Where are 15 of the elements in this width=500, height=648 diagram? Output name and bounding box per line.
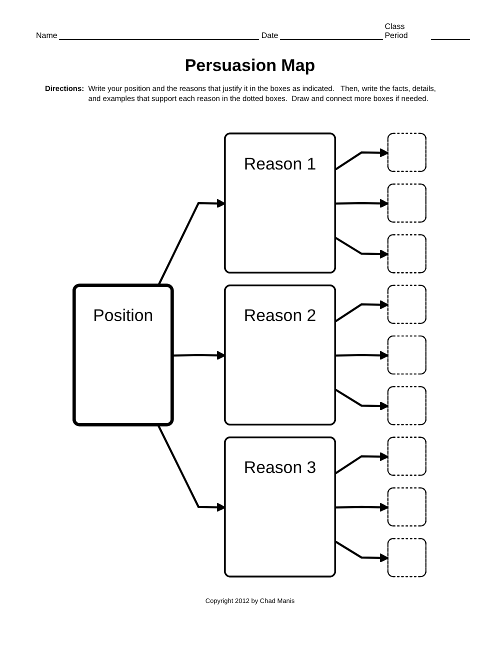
arrow: [157, 424, 226, 512]
arrow: [335, 452, 389, 474]
arrow: [336, 350, 389, 360]
arrow: [172, 350, 226, 360]
field-label: Name: [36, 31, 58, 40]
arrow: [335, 540, 389, 563]
arrow: [335, 148, 389, 170]
title: Persuasion Map: [184, 56, 316, 76]
field-label: Date: [261, 31, 278, 40]
arrow: [335, 388, 389, 411]
field-label: Class Period: [384, 22, 409, 40]
arrow: [336, 198, 389, 208]
arrow: [336, 502, 389, 512]
arrow: [335, 236, 389, 259]
arrow: [335, 300, 389, 322]
